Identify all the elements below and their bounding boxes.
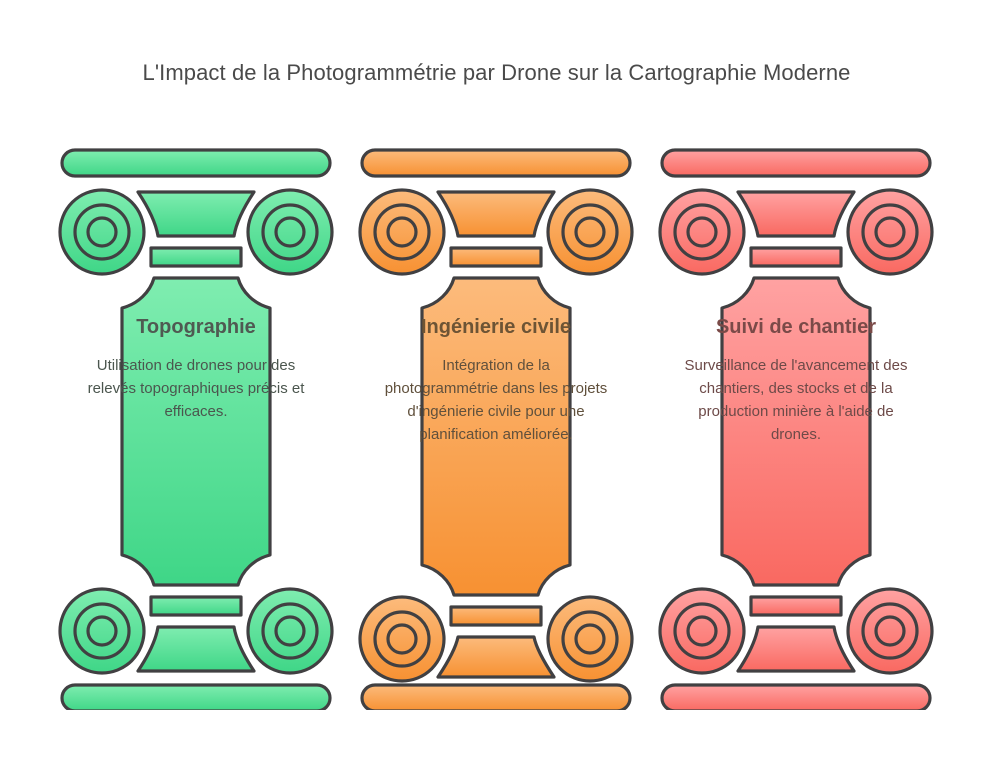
column-volute-top-left [658,188,746,276]
column-text-block-suivi-de-chantier: Suivi de chantier Surveillance de l'avan… [676,313,916,446]
column-volute-top-left [58,188,146,276]
column-body-ingenierie-civile: Intégration de la photogrammétrie dans l… [384,357,608,443]
column-plinth-bottom [360,683,632,710]
column-echinus-bottom [436,635,556,679]
column-fillet-bottom [749,595,843,617]
column-volute-bottom-left [658,587,746,675]
column-volute-top-left [358,188,446,276]
column-echinus-top [436,190,556,238]
column-heading-topographie: Topographie [136,316,256,338]
column-fillet-top [149,246,243,268]
ionic-column-graphic-3 [658,148,934,710]
ionic-column-graphic-1 [58,148,334,710]
column-heading-suivi-de-chantier: Suivi de chantier [715,316,877,338]
column-text-block-topographie: Topographie Utilisation de drones pour d… [76,313,316,423]
column-volute-bottom-left [58,587,146,675]
column-plinth-bottom [660,683,932,710]
column-fillet-top [749,246,843,268]
column-fillet-top [449,246,543,268]
ionic-column-graphic-2 [358,148,634,710]
column-fillet-bottom [149,595,243,617]
column-plinth-bottom [60,683,332,710]
column-heading-ingenierie-civile: Ingénierie civile [420,316,572,338]
column-card-topographie: Topographie Utilisation de drones pour d… [46,140,346,710]
column-echinus-bottom [136,625,256,673]
page-title: L'Impact de la Photogrammétrie par Drone… [142,60,851,85]
column-volute-top-right [546,188,634,276]
column-abacus-top [60,148,332,178]
column-volute-bottom-right [546,595,634,683]
column-shaft [420,276,572,597]
column-echinus-bottom [736,625,856,673]
column-shaft [720,276,872,587]
column-card-suivi-de-chantier: Suivi de chantier Surveillance de l'avan… [646,140,946,710]
column-volute-bottom-right [846,587,934,675]
column-volute-top-right [846,188,934,276]
column-card-ingenierie-civile: Ingénierie civile Intégration de la phot… [346,140,646,710]
column-text-block-ingenierie-civile: Ingénierie civile Intégration de la phot… [376,313,616,446]
column-abacus-top [360,148,632,178]
column-volute-bottom-right [246,587,334,675]
column-fillet-bottom [449,605,543,627]
column-abacus-top [660,148,932,178]
column-volute-top-right [246,188,334,276]
column-echinus-top [736,190,856,238]
column-shaft [120,276,272,587]
column-volute-bottom-left [358,595,446,683]
column-body-suivi-de-chantier: Surveillance de l'avancement des chantie… [684,357,908,443]
column-echinus-top [136,190,256,238]
column-body-topographie: Utilisation de drones pour des relevés t… [87,357,305,420]
